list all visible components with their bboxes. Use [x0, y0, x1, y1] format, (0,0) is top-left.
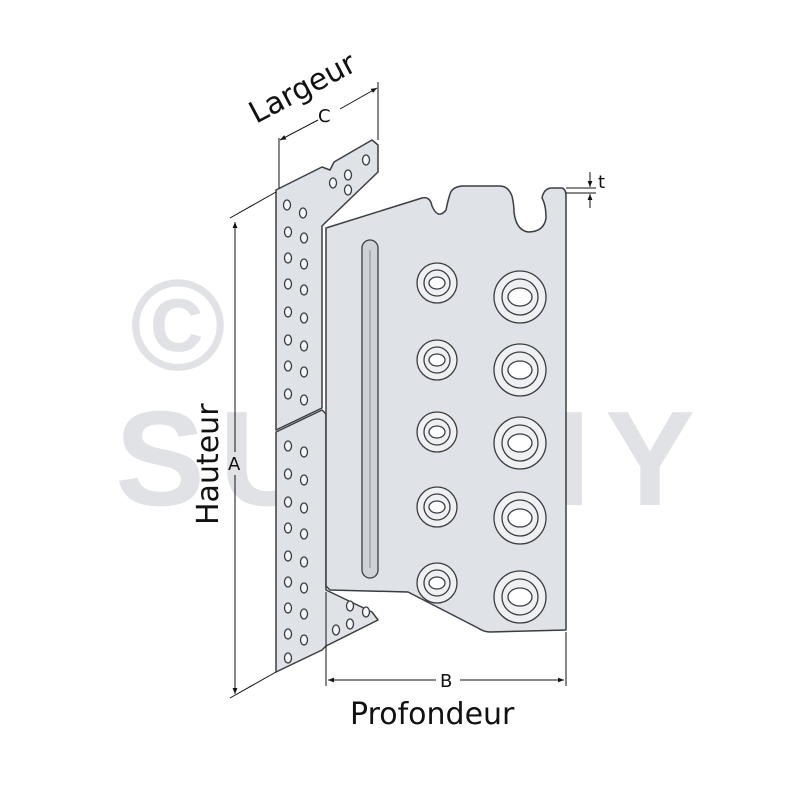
dimension-lines: [229, 82, 596, 699]
width-letter: C: [318, 106, 331, 127]
height-label: Hauteur: [191, 403, 226, 525]
large-hole: [493, 343, 547, 397]
large-hole: [493, 570, 547, 624]
large-hole: [493, 416, 547, 470]
large-hole: [493, 270, 547, 324]
small-hole: [416, 411, 458, 453]
thickness-letter: t: [598, 172, 605, 193]
flange-holes: [282, 154, 371, 664]
small-hole: [416, 486, 458, 528]
plate-holes: [416, 262, 547, 624]
width-label: Largeur: [243, 46, 362, 132]
height-letter: A: [228, 454, 241, 475]
depth-letter: B: [440, 671, 452, 692]
watermark-copyright: ©: [130, 252, 226, 398]
large-hole: [493, 491, 547, 545]
small-hole: [416, 262, 458, 304]
depth-label: Profondeur: [350, 697, 515, 732]
small-hole: [416, 562, 458, 604]
small-hole: [416, 339, 458, 381]
